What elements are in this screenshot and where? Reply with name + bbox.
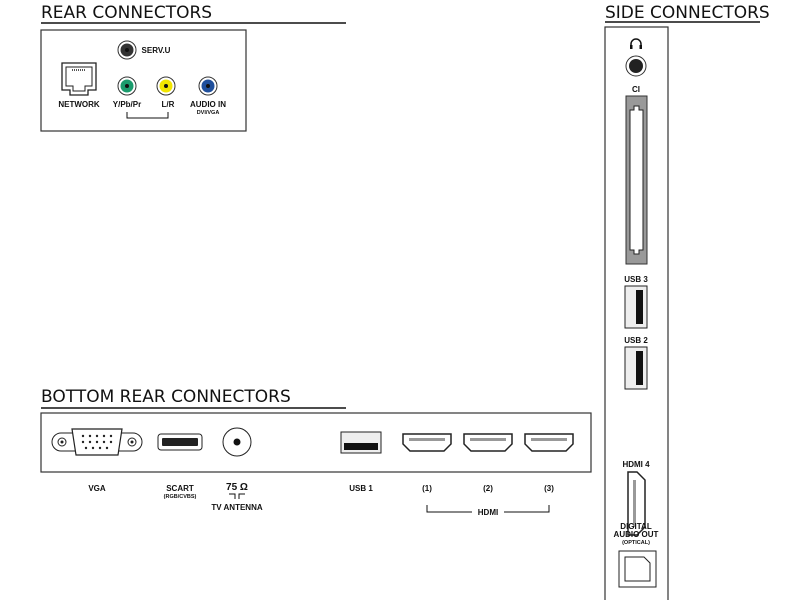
serv-u-label: SERV.U bbox=[142, 46, 171, 55]
ypbpr-label: Y/Pb/Pr bbox=[113, 100, 141, 109]
hdmi4-port-icon bbox=[627, 471, 646, 536]
serv-u-jack-icon bbox=[117, 40, 137, 60]
bottom-rear-connectors-title: BOTTOM REAR CONNECTORS bbox=[41, 387, 291, 407]
scart-sub-label: (RGB/CVBS) bbox=[164, 494, 197, 500]
impedance-label: 75 Ω bbox=[226, 482, 248, 493]
usb2-label: USB 2 bbox=[624, 336, 648, 345]
vga-port-icon bbox=[51, 428, 143, 456]
headphone-icon bbox=[630, 38, 642, 49]
antenna-port-icon bbox=[222, 427, 252, 457]
audio-in-sub-label: DVI/VGA bbox=[197, 110, 220, 116]
hdmi2-port-icon bbox=[463, 433, 513, 452]
optical-sub-label: (OPTICAL) bbox=[622, 540, 650, 546]
hdmi-group-label: HDMI bbox=[478, 508, 498, 517]
network-label: NETWORK bbox=[58, 100, 100, 109]
antenna-symbol-icon bbox=[229, 493, 245, 499]
hdmi1-port-icon bbox=[402, 433, 452, 452]
usb1-port-icon bbox=[340, 431, 382, 454]
hdmi3-port-icon bbox=[524, 433, 574, 452]
side-connectors-title: SIDE CONNECTORS bbox=[605, 3, 770, 23]
hdmi2-label: (2) bbox=[483, 484, 493, 493]
scart-label: SCART bbox=[166, 484, 194, 493]
usb2-port-icon bbox=[624, 346, 648, 390]
usb3-port-icon bbox=[624, 285, 648, 329]
hdmi3-label: (3) bbox=[544, 484, 554, 493]
rear-connectors-title: REAR CONNECTORS bbox=[41, 3, 212, 23]
audio-out-label: AUDIO OUT bbox=[614, 530, 659, 539]
ypbpr-jack-icon bbox=[117, 76, 137, 96]
lr-jack-icon bbox=[156, 76, 176, 96]
hdmi-bracket bbox=[426, 505, 550, 513]
scart-port-icon bbox=[157, 433, 203, 451]
hdmi1-label: (1) bbox=[422, 484, 432, 493]
audio-in-label: AUDIO IN bbox=[190, 100, 226, 109]
ci-label: CI bbox=[632, 85, 640, 94]
digital-label: DIGITAL bbox=[620, 522, 652, 531]
headphone-jack-icon bbox=[625, 55, 647, 77]
usb3-label: USB 3 bbox=[624, 275, 648, 284]
lr-label: L/R bbox=[162, 100, 175, 109]
optical-port-icon bbox=[618, 550, 657, 588]
ci-slot-icon bbox=[625, 95, 648, 265]
network-port-icon bbox=[61, 62, 97, 96]
vga-label: VGA bbox=[88, 484, 106, 493]
audio-in-jack-icon bbox=[198, 76, 218, 96]
component-bracket bbox=[126, 112, 169, 119]
hdmi4-label: HDMI 4 bbox=[622, 460, 650, 469]
tv-antenna-label: TV ANTENNA bbox=[211, 503, 262, 512]
usb1-label: USB 1 bbox=[349, 484, 373, 493]
